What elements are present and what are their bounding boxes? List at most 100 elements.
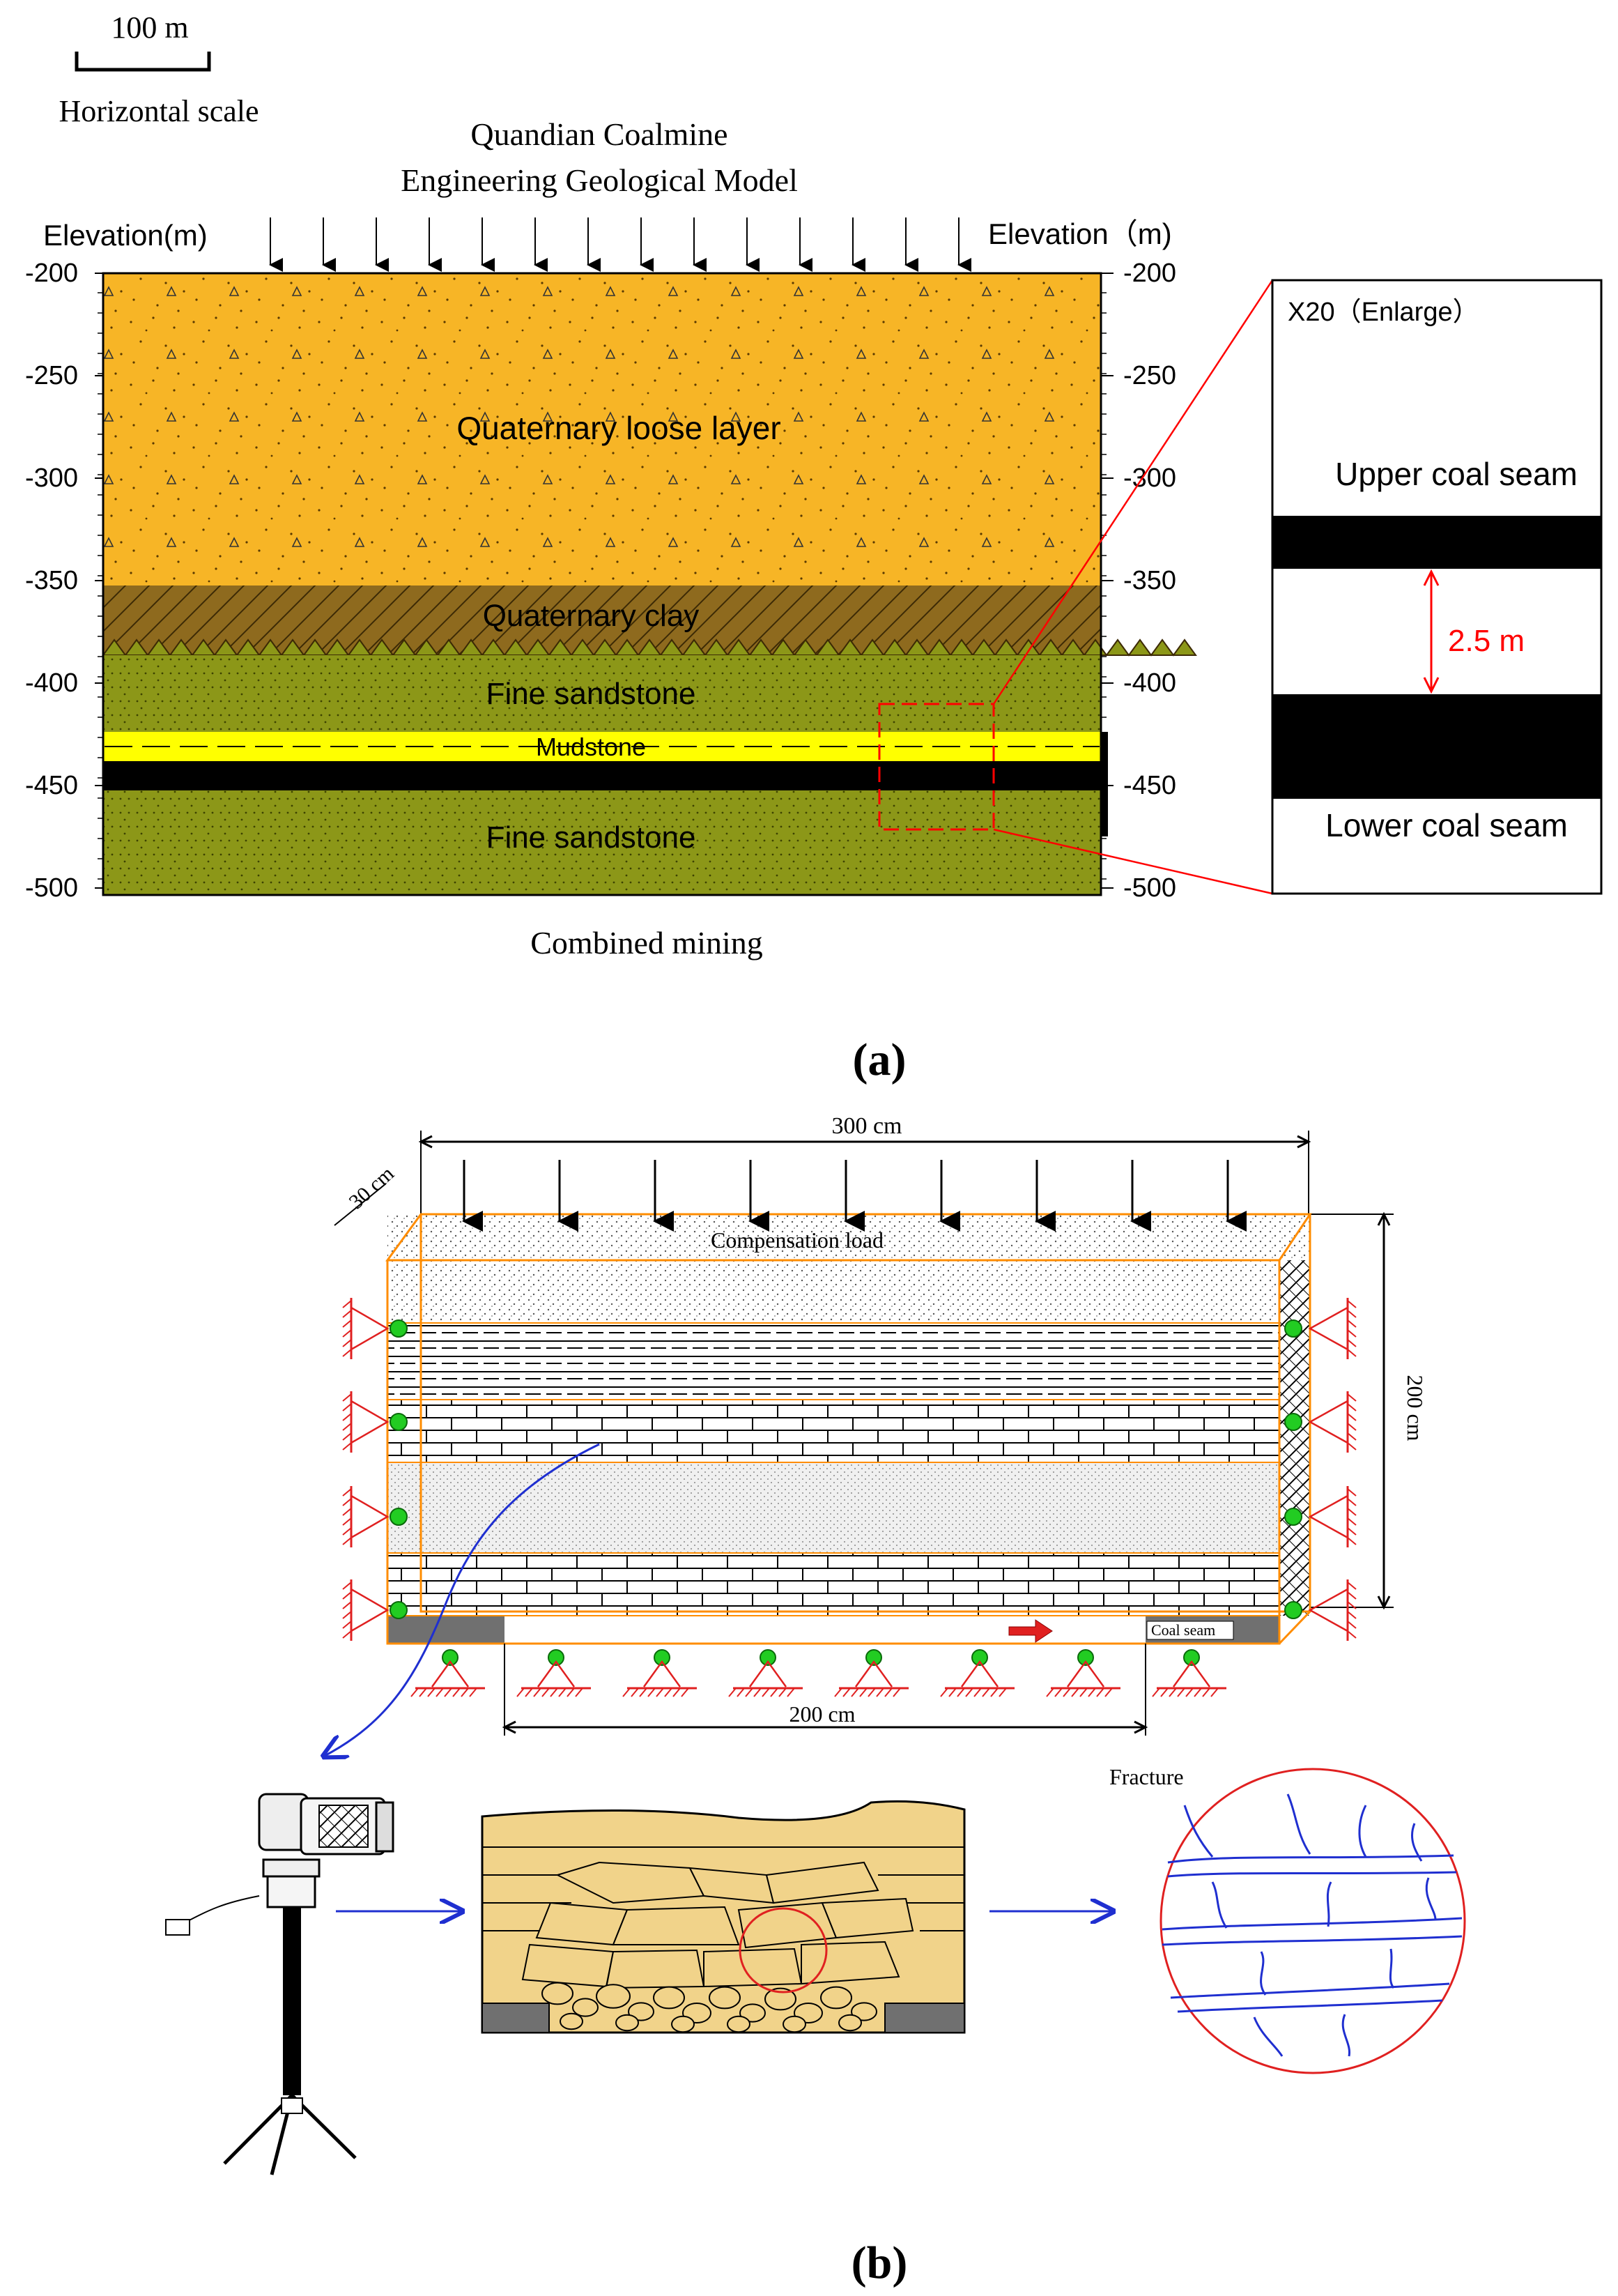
zoom-circle xyxy=(739,1907,828,1993)
left-tick-label: -500 xyxy=(25,873,78,903)
support-hatch xyxy=(567,1687,575,1697)
support-hatch xyxy=(957,1687,965,1697)
right-support-pin xyxy=(1308,1588,1348,1632)
support-hatch xyxy=(342,1582,352,1590)
support-hatch xyxy=(1347,1319,1357,1328)
support-hatch xyxy=(1210,1687,1219,1697)
support-hatch xyxy=(1347,1591,1357,1600)
label-clay: Quaternary clay xyxy=(483,599,700,633)
support-hatch xyxy=(452,1687,461,1697)
support-hatch xyxy=(1071,1687,1079,1697)
support-hatch xyxy=(1054,1687,1063,1697)
bottom-support-pin xyxy=(537,1660,576,1687)
rubble-block xyxy=(838,2014,862,2032)
support-hatch xyxy=(342,1601,352,1609)
right-tick-label: -400 xyxy=(1123,668,1176,698)
right-support-pin xyxy=(1308,1494,1348,1539)
enlarge-inset: X20（Enlarge） Upper coal seam 2.5 m Lower… xyxy=(1271,279,1603,895)
support-hatch xyxy=(1079,1687,1088,1697)
support-hatch xyxy=(1104,1687,1113,1697)
support-hatch xyxy=(948,1687,957,1697)
bottom-support-pin xyxy=(960,1660,999,1687)
lower-coal-label: Lower coal seam xyxy=(1325,807,1568,843)
support-hatch xyxy=(342,1488,352,1497)
rubble-block xyxy=(628,2002,654,2021)
support-hatch xyxy=(342,1329,352,1338)
monitoring-point xyxy=(442,1649,459,1666)
monitoring-point xyxy=(760,1649,776,1666)
right-tick-label: -250 xyxy=(1123,361,1176,390)
coal-seam-label: Coal seam xyxy=(1151,1621,1215,1639)
support-hatch xyxy=(1347,1508,1357,1516)
panel-b-label: (b) xyxy=(852,2237,908,2288)
support-hatch xyxy=(990,1687,999,1697)
left-tick-label: -450 xyxy=(25,771,78,800)
upper-coal-label: Upper coal seam xyxy=(1335,456,1578,492)
support-hatch xyxy=(672,1687,681,1697)
support-hatch xyxy=(1347,1442,1357,1451)
monitoring-point xyxy=(390,1413,408,1431)
support-hatch xyxy=(999,1687,1007,1697)
rubble-block xyxy=(851,2002,877,2021)
right-support-pin xyxy=(1308,1400,1348,1444)
rubble-block xyxy=(560,2012,583,2030)
support-hatch xyxy=(1194,1687,1202,1697)
rubble-block xyxy=(739,2003,766,2023)
side-supports xyxy=(342,1298,1357,1641)
right-tick-label: -500 xyxy=(1123,873,1176,903)
height-label: 200 cm xyxy=(1403,1375,1428,1441)
support-hatch xyxy=(656,1687,664,1697)
left-tick-label: -350 xyxy=(25,566,78,595)
support-hatch xyxy=(1169,1687,1177,1697)
fine-sandstone-lower xyxy=(103,790,1101,895)
support-hatch xyxy=(868,1687,876,1697)
support-hatch xyxy=(342,1527,352,1536)
left-axis-title: Elevation(m) xyxy=(43,219,208,252)
monitoring-point xyxy=(1284,1319,1302,1338)
left-support-pin xyxy=(350,1400,390,1444)
support-hatch xyxy=(787,1687,795,1697)
support-hatch xyxy=(1160,1687,1169,1697)
support-hatch xyxy=(342,1611,352,1619)
support-hatch xyxy=(834,1687,842,1697)
support-hatch xyxy=(1177,1687,1185,1697)
rubble-block xyxy=(596,1984,631,2009)
rubble-block xyxy=(783,2015,806,2033)
support-hatch xyxy=(342,1537,352,1545)
support-hatch xyxy=(342,1442,352,1451)
bottom-supports xyxy=(410,1649,1226,1697)
left-support-pin xyxy=(350,1306,390,1351)
support-hatch xyxy=(1063,1687,1071,1697)
support-hatch xyxy=(876,1687,884,1697)
side-face xyxy=(1279,1260,1310,1616)
support-hatch xyxy=(1347,1432,1357,1441)
support-hatch xyxy=(762,1687,770,1697)
support-hatch xyxy=(1347,1611,1357,1619)
panel-a-label: (a) xyxy=(853,1034,907,1085)
support-hatch xyxy=(1347,1300,1357,1308)
support-hatch xyxy=(436,1687,444,1697)
support-hatch xyxy=(461,1687,469,1697)
monitoring-point xyxy=(548,1649,564,1666)
support-hatch xyxy=(342,1403,352,1411)
support-hatch xyxy=(1347,1329,1357,1338)
support-hatch xyxy=(770,1687,778,1697)
bottom-support-pin xyxy=(854,1660,893,1687)
left-tick-label: -200 xyxy=(25,259,78,288)
support-hatch xyxy=(1202,1687,1210,1697)
physical-model: Coal seam xyxy=(385,1213,1312,1645)
rubble-block xyxy=(671,2015,695,2033)
width-label: 300 cm xyxy=(831,1113,902,1139)
support-hatch xyxy=(745,1687,753,1697)
support-hatch xyxy=(533,1687,541,1697)
support-hatch xyxy=(1347,1403,1357,1411)
zoom-leader-lines xyxy=(992,280,1274,895)
support-hatch xyxy=(410,1687,419,1697)
fine-sandstone-upper xyxy=(103,655,1101,732)
support-hatch xyxy=(664,1687,672,1697)
support-hatch xyxy=(525,1687,533,1697)
camera-icon xyxy=(165,1793,394,2175)
rubble-block xyxy=(541,1982,573,2005)
support-hatch xyxy=(737,1687,745,1697)
title-line-1: Quandian Coalmine xyxy=(470,116,727,152)
